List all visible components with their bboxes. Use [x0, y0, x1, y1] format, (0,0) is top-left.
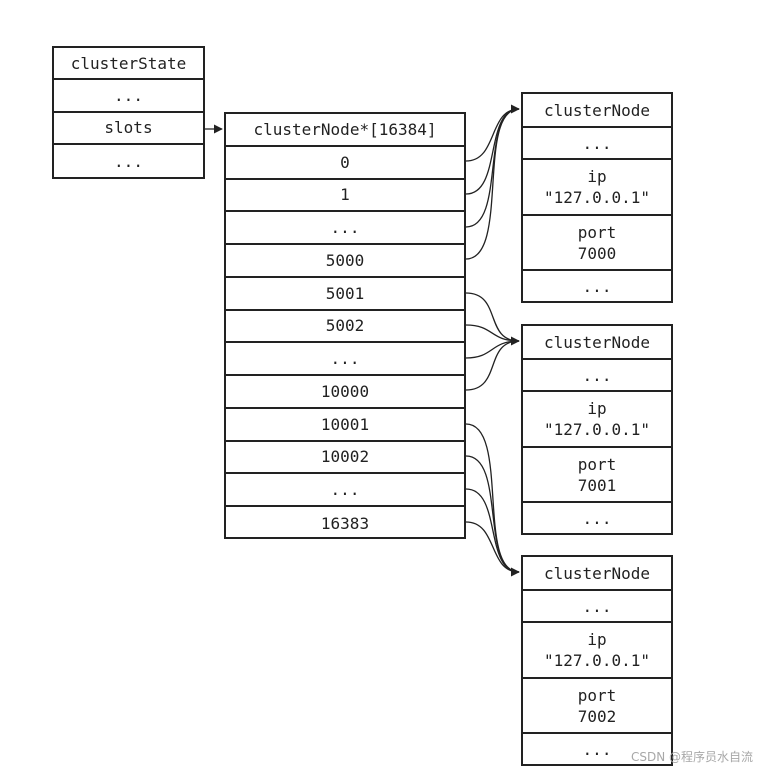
slot-ellipsis-3: ...	[226, 474, 464, 507]
port-label: port	[577, 222, 617, 242]
slot-5000: 5000	[226, 245, 464, 278]
cluster-node-title: clusterNode	[523, 94, 671, 128]
slot-10000-to-node-7001-arrow	[465, 340, 520, 391]
port-value: 7001	[577, 475, 617, 495]
slot-5002: 5002	[226, 311, 464, 344]
slot-10001-to-node-7002-arrow	[465, 423, 520, 577]
cluster-node-ellipsis: ...	[523, 360, 671, 392]
slot-10002-to-node-7002-arrow	[465, 455, 520, 573]
slot-5001-to-node-7001-arrow	[465, 292, 520, 346]
cluster-state-slots-field: slots	[54, 113, 203, 145]
ip-value: "127.0.0.1"	[544, 420, 650, 439]
slot-ellipsis-2-to-node-7001-arrow	[465, 340, 520, 359]
port-label: port	[577, 454, 617, 474]
cluster-node-title: clusterNode	[523, 557, 671, 591]
slot-16383: 16383	[320, 513, 370, 533]
slot-5001: 5001	[226, 278, 464, 311]
cluster-node-ellipsis: ...	[523, 128, 671, 160]
ip-value: "127.0.0.1"	[544, 188, 650, 207]
cluster-node-ip-field: ip "127.0.0.1"	[523, 160, 671, 216]
ip-label: ip	[587, 399, 607, 418]
slot-10000: 10000	[226, 376, 464, 409]
slot-1: 1	[226, 180, 464, 213]
ip-label: ip	[587, 167, 607, 186]
cluster-state-title: clusterState	[54, 48, 203, 81]
cluster-node-7000: clusterNode ... ip "127.0.0.1" port 7000…	[521, 92, 673, 303]
slots-array-table: clusterNode*[16384] 0 1 ... 5000 5001 50…	[224, 112, 466, 539]
slots-array-header: clusterNode*[16384]	[226, 114, 464, 147]
cluster-node-ellipsis: ...	[523, 591, 671, 623]
cluster-node-ellipsis-tail: ...	[582, 276, 612, 296]
cluster-node-port-field: port 7001	[523, 448, 671, 503]
cluster-node-title: clusterNode	[523, 326, 671, 360]
slot-5000-to-node-7000-arrow	[465, 108, 520, 260]
slot-ellipsis-3-to-node-7002-arrow	[465, 488, 520, 573]
slot-ellipsis-1: ...	[226, 212, 464, 245]
cluster-node-ellipsis-tail: ...	[582, 739, 612, 759]
port-value: 7002	[577, 706, 617, 726]
port-label: port	[577, 685, 617, 705]
slot-ellipsis-2: ...	[226, 343, 464, 376]
slot-10001: 10001	[226, 409, 464, 442]
cluster-state-ellipsis-bottom: ...	[114, 151, 143, 171]
watermark: CSDN @程序员水自流	[630, 750, 753, 764]
cluster-node-7002: clusterNode ... ip "127.0.0.1" port 7002…	[521, 555, 673, 766]
cluster-node-ip-field: ip "127.0.0.1"	[523, 623, 671, 679]
cluster-node-port-field: port 7002	[523, 679, 671, 734]
slot-5002-to-node-7001-arrow	[465, 324, 520, 342]
ip-value: "127.0.0.1"	[544, 651, 650, 670]
port-value: 7000	[577, 243, 617, 263]
slot-10002: 10002	[226, 442, 464, 475]
cluster-state-ellipsis-top: ...	[54, 80, 203, 113]
cluster-node-ip-field: ip "127.0.0.1"	[523, 392, 671, 448]
slot-0: 0	[226, 147, 464, 180]
cluster-state-table: clusterState ... slots ...	[52, 46, 205, 179]
cluster-node-port-field: port 7000	[523, 216, 671, 271]
ip-label: ip	[587, 630, 607, 649]
cluster-node-ellipsis-tail: ...	[582, 508, 612, 528]
slot-ellipsis-1-to-node-7000-arrow	[465, 108, 520, 228]
cluster-node-7001: clusterNode ... ip "127.0.0.1" port 7001…	[521, 324, 673, 535]
slot-16383-to-node-7002-arrow	[465, 521, 520, 573]
